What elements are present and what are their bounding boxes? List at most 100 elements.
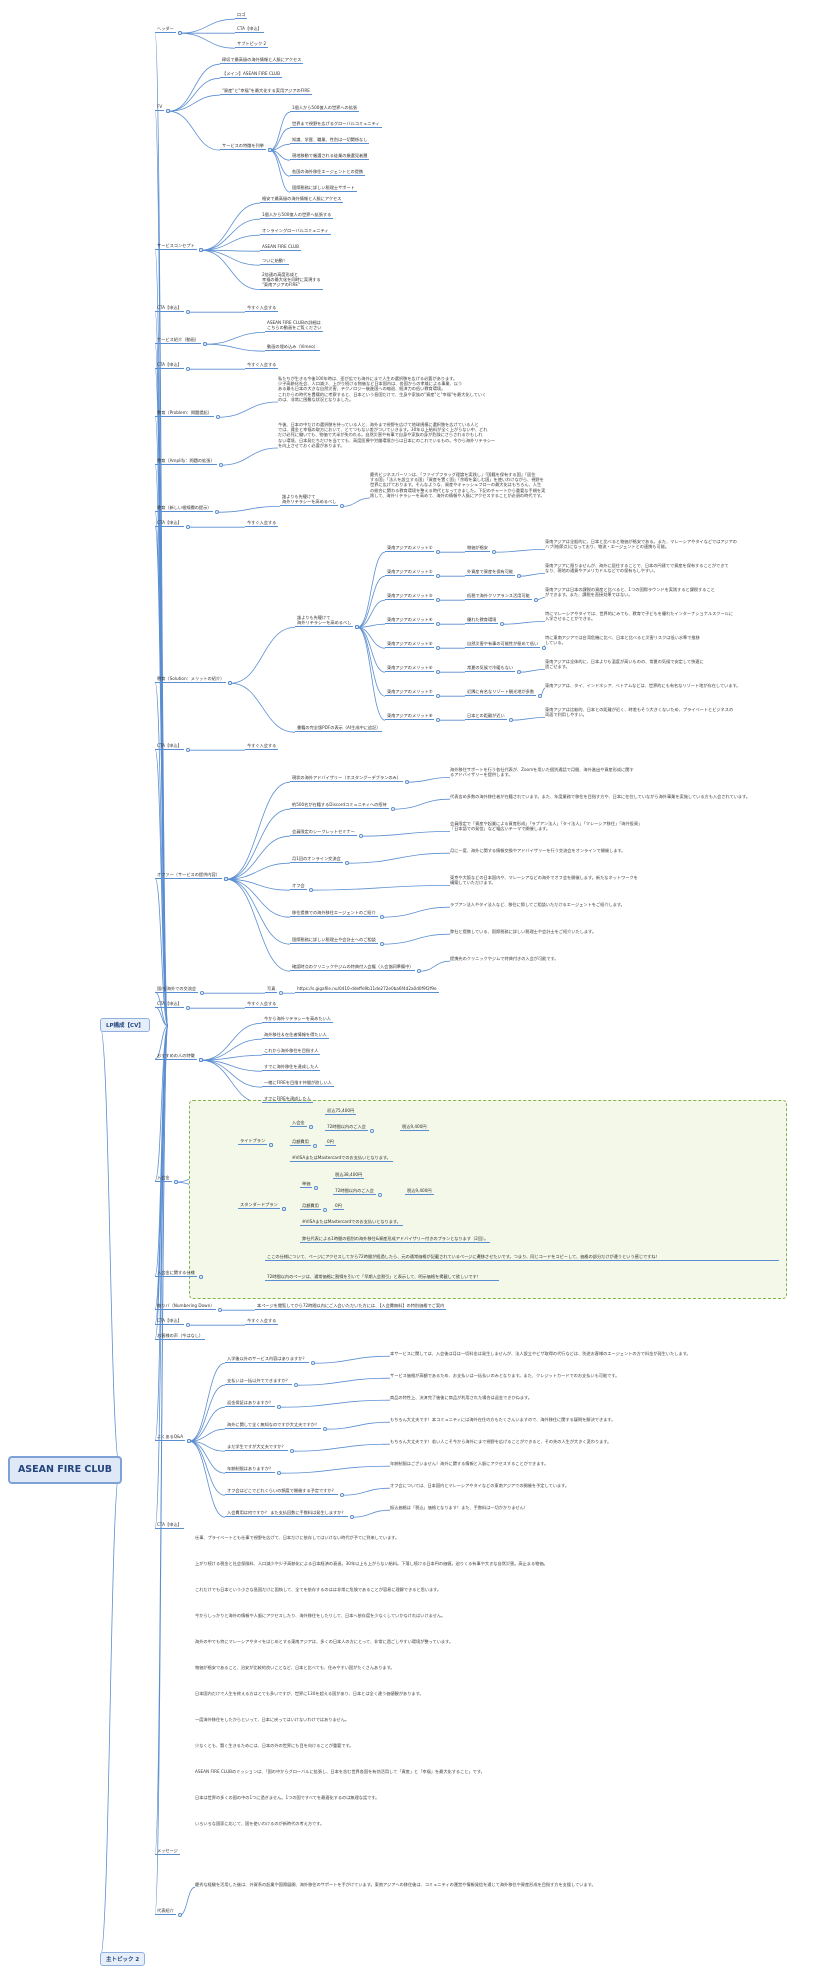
video[interactable]: サービス紹介（動画）: [155, 337, 201, 345]
offer_6[interactable]: 国際税務に詳しい税理士や会計士へのご相談: [290, 937, 378, 945]
collapse-dot-icon[interactable]: [379, 915, 384, 920]
collapse-dot-icon[interactable]: [218, 463, 223, 468]
founder[interactable]: 代表紹介: [155, 1908, 176, 1916]
c5[interactable]: ついに始動！: [260, 258, 290, 266]
merit_key_0[interactable]: 物価が格安: [465, 545, 490, 553]
new_sol_k[interactable]: 誰よりも先駆けて 海外リテラシーを高めるべし: [280, 494, 339, 507]
collapse-dot-icon[interactable]: [223, 877, 228, 882]
cta5[interactable]: CTA【申込】: [155, 1001, 184, 1009]
merit_3[interactable]: 東南アジアのメリット④: [385, 617, 435, 625]
collapse-dot-icon[interactable]: [533, 598, 538, 603]
fv_f5[interactable]: 各国の海外移住エージェントとの提携: [290, 169, 366, 177]
collapse-dot-icon[interactable]: [322, 1208, 327, 1213]
collapse-dot-icon[interactable]: [215, 415, 220, 420]
std_join[interactable]: 単価: [300, 1181, 313, 1189]
collapse-dot-icon[interactable]: [200, 991, 205, 996]
cta3[interactable]: CTA【申込】: [155, 520, 184, 528]
collapse-dot-icon[interactable]: [379, 942, 384, 947]
fv_f6[interactable]: 国際税務に詳しい税理士サポート: [290, 185, 357, 193]
problem[interactable]: 教育（Problem：問題提起）: [155, 410, 214, 418]
merit_key_1[interactable]: 外資産で資産を保有可能: [465, 569, 516, 577]
persona_2[interactable]: これから海外移住を目指す人: [262, 1048, 321, 1056]
collapse-dot-icon[interactable]: [166, 109, 171, 114]
std_campaign_v[interactable]: 税込9,400円: [405, 1188, 434, 1196]
std_campaign[interactable]: 72時間以内のご入会: [333, 1188, 376, 1196]
collapse-dot-icon[interactable]: [436, 598, 441, 603]
cta1_t[interactable]: 今すぐ入会する: [245, 305, 279, 313]
collapse-dot-icon[interactable]: [198, 248, 203, 253]
fv_f3[interactable]: 知識、学歴、職業、性別は一切関係なし: [290, 137, 370, 145]
light_campaign_v[interactable]: 税込9,400円: [400, 1124, 429, 1132]
root-node[interactable]: ASEAN FIRE CLUB: [8, 1456, 122, 1484]
faq[interactable]: よくあるQ&A: [155, 1434, 186, 1442]
collapse-dot-icon[interactable]: [390, 807, 395, 812]
cta1[interactable]: CTA【申込】: [155, 305, 184, 313]
offer_1[interactable]: 約500名が在籍するDiscordコミュニティへの招待: [290, 802, 389, 810]
collapse-dot-icon[interactable]: [310, 1361, 315, 1366]
logo[interactable]: ロゴ: [235, 12, 248, 20]
collapse-dot-icon[interactable]: [340, 504, 345, 509]
collapse-dot-icon[interactable]: [436, 622, 441, 627]
light_pay[interactable]: ※VISAまたはMastercardでのお支払いとなります。: [290, 1155, 393, 1163]
faq_q_2[interactable]: 返金保証はありますか？: [225, 1400, 276, 1408]
collapse-dot-icon[interactable]: [436, 550, 441, 555]
collapse-dot-icon[interactable]: [269, 1143, 274, 1148]
collapse-dot-icon[interactable]: [517, 670, 522, 675]
merit_7[interactable]: 東南アジアのメリット⑧: [385, 713, 435, 721]
std_monthly[interactable]: 月額費用: [300, 1203, 321, 1211]
std_join_v[interactable]: 税込38,400円: [333, 1172, 365, 1180]
collapse-dot-icon[interactable]: [436, 646, 441, 651]
merit_key_6[interactable]: 近隣に有名なリゾート観光地が多数: [465, 689, 537, 697]
collapse-dot-icon[interactable]: [314, 1186, 319, 1191]
collapse-dot-icon[interactable]: [267, 148, 272, 153]
collapse-dot-icon[interactable]: [436, 718, 441, 723]
collapse-dot-icon[interactable]: [508, 718, 513, 723]
cta6[interactable]: CTA【申込】: [155, 1318, 184, 1326]
offer[interactable]: オファー（サービスの提供内容）: [155, 872, 222, 880]
persona_3[interactable]: すでに海外移住を達成した人: [262, 1064, 321, 1072]
collapse-dot-icon[interactable]: [344, 861, 349, 866]
merit_key_5[interactable]: 常夏の気候で冷暖もない: [465, 665, 516, 673]
merit_6[interactable]: 東南アジアのメリット⑦: [385, 689, 435, 697]
offer_3[interactable]: 月1回のオンライン交流会: [290, 856, 343, 864]
concept[interactable]: サービスコンセプト: [155, 243, 197, 251]
video_t1[interactable]: ASEAN FIRE CLUBの詳細は こちらの動画をご覧ください: [265, 320, 324, 333]
faq_q_3[interactable]: 海外に関して全く無知なのですが大丈夫ですか？: [225, 1422, 322, 1430]
collapse-dot-icon[interactable]: [308, 1125, 313, 1130]
cta6_t[interactable]: 今すぐ入会する: [245, 1318, 279, 1326]
limit_t1[interactable]: ここの仕様について、ページにアクセスしてから72時間が経過したら、元の通常価格が…: [265, 1254, 779, 1262]
cta4[interactable]: CTA【申込】: [155, 743, 184, 751]
cta2_t[interactable]: 今すぐ入会する: [245, 362, 279, 370]
collapse-dot-icon[interactable]: [279, 991, 284, 996]
fv_f4[interactable]: 現地移動で厳選される徒業の厳選見者層: [290, 153, 370, 161]
light_monthly_v[interactable]: 0円: [325, 1139, 336, 1147]
cta7[interactable]: CTA【申込】: [155, 1522, 184, 1530]
subtopic[interactable]: サブトピック 2: [235, 41, 269, 49]
collapse-dot-icon[interactable]: [339, 1493, 344, 1498]
c2[interactable]: 1個人から500億人の世界へ拡張する: [260, 212, 334, 220]
countdown[interactable]: 煽りバ（Numbering Down）: [155, 1303, 217, 1311]
collapse-dot-icon[interactable]: [228, 681, 233, 686]
fv_features[interactable]: サービスの特徴を列挙: [220, 143, 266, 151]
header[interactable]: ヘッダー: [155, 26, 176, 34]
c1[interactable]: 格安で最高級の海外情報と人脈にアクセス: [260, 196, 344, 204]
collapse-dot-icon[interactable]: [500, 622, 505, 627]
std_pay[interactable]: ※VISAまたはMastercardでのお支払いとなります。: [300, 1219, 403, 1227]
collapse-dot-icon[interactable]: [349, 1515, 354, 1520]
cta4_t[interactable]: 今すぐ入会する: [245, 743, 279, 751]
collapse-dot-icon[interactable]: [358, 834, 363, 839]
collapse-dot-icon[interactable]: [281, 1207, 286, 1212]
fv_f2[interactable]: 世界まで視野を広げるグローバルコミュニティ: [290, 121, 382, 129]
collapse-dot-icon[interactable]: [436, 670, 441, 675]
collapse-dot-icon[interactable]: [289, 1449, 294, 1454]
light_campaign[interactable]: 72時間以内のご入会: [325, 1124, 368, 1132]
fee[interactable]: 入会金: [155, 1175, 172, 1183]
collapse-dot-icon[interactable]: [202, 342, 207, 347]
collapse-dot-icon[interactable]: [185, 748, 190, 753]
faq_q_4[interactable]: まだ学生ですが大丈夫ですか？: [225, 1444, 288, 1452]
collapse-dot-icon[interactable]: [185, 1006, 190, 1011]
merit_4[interactable]: 東南アジアのメリット⑤: [385, 641, 435, 649]
sol_k[interactable]: 誰よりも先駆けて 海外リテラシーを高めるべし: [295, 615, 354, 628]
collapse-dot-icon[interactable]: [417, 969, 422, 974]
countdown_t[interactable]: 本ページを閲覧してから72時間以内にご入会いただいた方には、【入会費無料】の特別…: [255, 1303, 447, 1311]
